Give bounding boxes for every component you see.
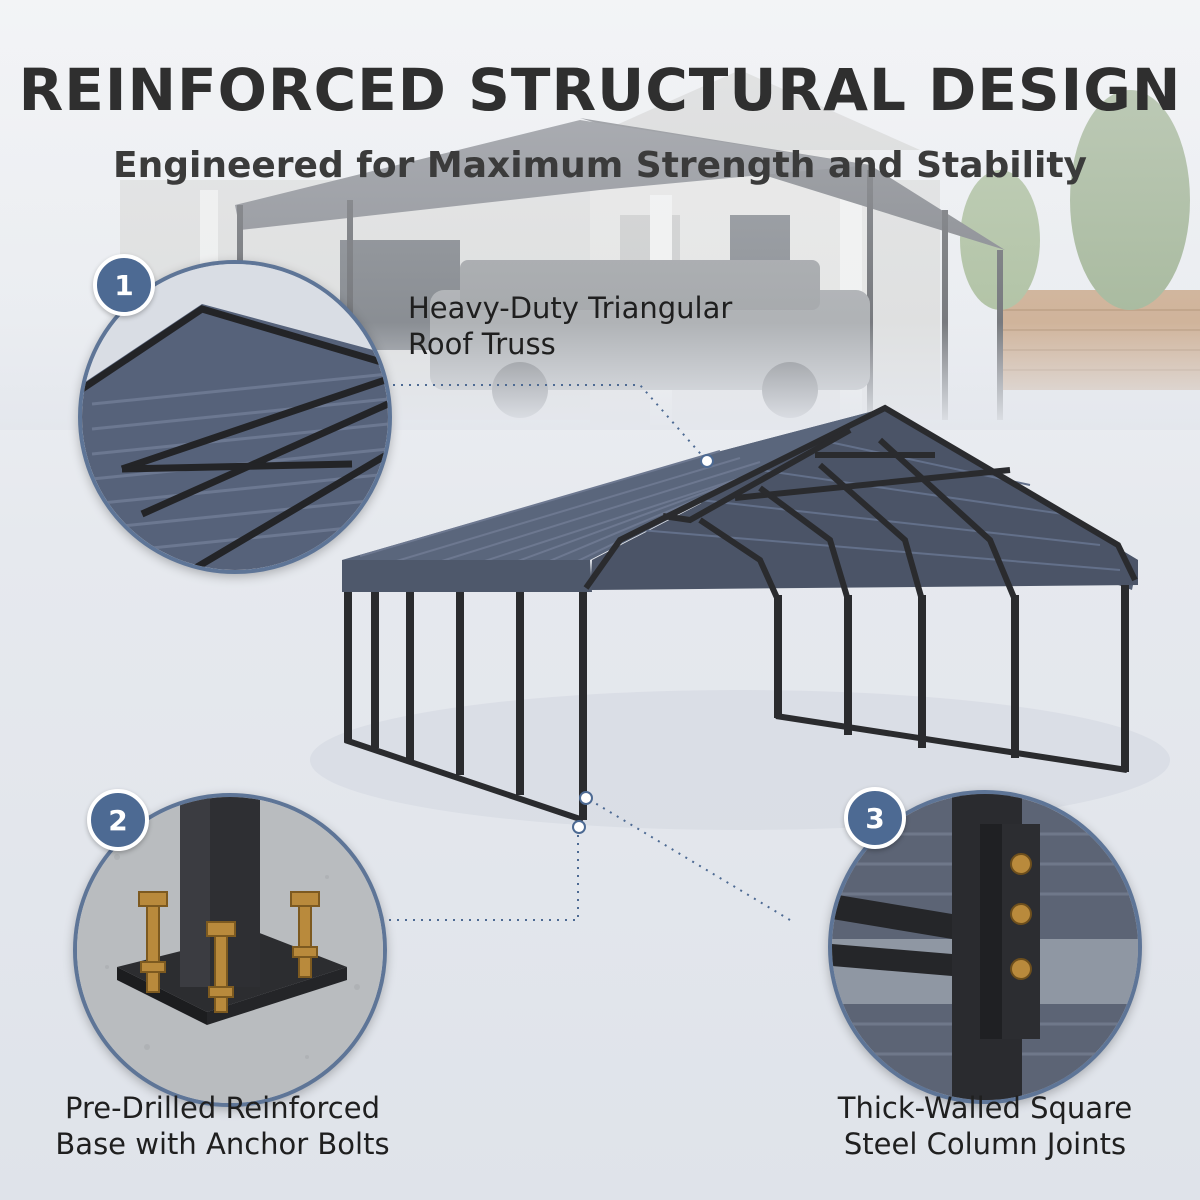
- leader-dot-joint: [579, 791, 593, 805]
- callout-roof-truss-line2: Roof Truss: [408, 327, 556, 361]
- number-badge-3: 3: [844, 787, 906, 849]
- callout-roof-truss-line1: Heavy-Duty Triangular: [408, 291, 733, 325]
- callout-anchor-base: Pre-Drilled Reinforced Base with Anchor …: [50, 1090, 395, 1162]
- callout-anchor-base-line2: Base with Anchor Bolts: [55, 1127, 390, 1161]
- detail-roof-truss: [78, 260, 392, 574]
- leader-dot-base: [572, 820, 586, 834]
- page-subtitle: Engineered for Maximum Strength and Stab…: [112, 145, 1087, 186]
- number-badge-2: 2: [87, 789, 149, 851]
- callout-column-joint: Thick-Walled Square Steel Column Joints: [815, 1090, 1155, 1162]
- callout-anchor-base-line1: Pre-Drilled Reinforced: [64, 1091, 381, 1125]
- number-badge-1: 1: [93, 254, 155, 316]
- callout-column-joint-line2: Steel Column Joints: [843, 1127, 1127, 1161]
- page-title: REINFORCED STRUCTURAL DESIGN: [18, 56, 1182, 124]
- leader-dot-roof: [700, 454, 714, 468]
- detail-column-joint: [828, 790, 1142, 1104]
- callout-roof-truss: Heavy-Duty Triangular Roof Truss: [408, 290, 732, 362]
- callout-column-joint-line1: Thick-Walled Square: [837, 1091, 1133, 1125]
